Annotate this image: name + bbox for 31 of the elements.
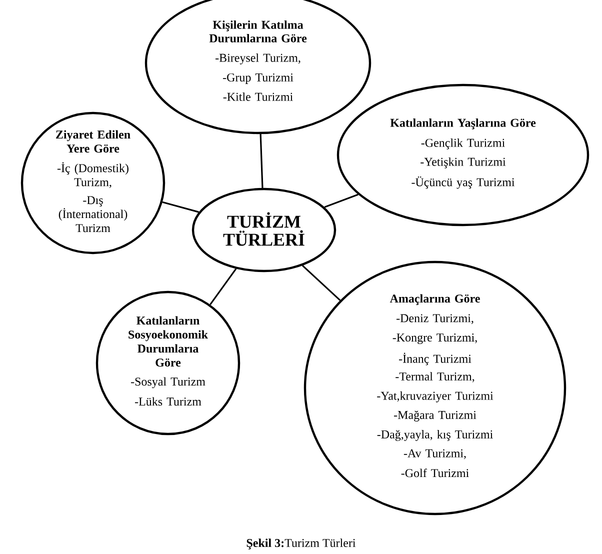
connector-line	[302, 265, 341, 301]
list-item: -Lüks Turizm	[135, 397, 202, 406]
list-item: -Kongre Turizmi,	[392, 334, 477, 344]
node-heading: Katılanların Yaşlarına Göre	[390, 118, 536, 130]
center-label: TURİZM TÜRLERİ	[223, 212, 304, 246]
list-item: -Sosyal Turizm	[131, 377, 206, 388]
list-item: -Mağara Turizmi	[394, 410, 476, 422]
list-item: -Yat,kruvaziyer Turizmi	[377, 391, 494, 402]
list-item: -Bireysel Turizm,	[216, 53, 300, 64]
list-item: -Termal Turizm,	[396, 372, 474, 382]
list-item: -Av Turizmi,	[404, 449, 466, 460]
list-item: -Dağ,yayla, kış Turizmi	[377, 430, 493, 441]
list-item: -Gençlik Turizmi	[421, 138, 505, 150]
list-item: -İç (Domestik) Turizm,	[57, 162, 128, 188]
list-item: -Deniz Turizmi,	[396, 314, 474, 324]
node-heading: Ziyaret Edilen Yere Göre	[56, 130, 130, 153]
connector-line	[162, 201, 199, 213]
list-item: -Golf Turizmi	[401, 468, 469, 478]
list-item: -Grup Turizmi	[223, 73, 294, 84]
connector-line	[324, 194, 358, 208]
list-item: -Yetişkin Turizmi	[420, 157, 506, 168]
connector-line	[260, 134, 264, 188]
list-item: -Kitle Turizmi	[223, 92, 293, 101]
list-item: -Üçüncü yaş Turizmi	[412, 176, 515, 189]
figure-caption: Şekil 3:Turizm Türleri	[246, 538, 356, 550]
node-heading: Kişilerin Katılma Durumlarına Göre	[209, 20, 307, 42]
list-item: -İnanç Turizmi	[399, 352, 472, 366]
node-heading: Katılanların Sosyoekonomik Durumlarıa Göre	[128, 316, 208, 367]
node-heading: Amaçlarına Göre	[390, 294, 480, 305]
connector-line	[210, 268, 237, 306]
list-item: -Dış (İnternational) Turizm	[58, 196, 128, 232]
